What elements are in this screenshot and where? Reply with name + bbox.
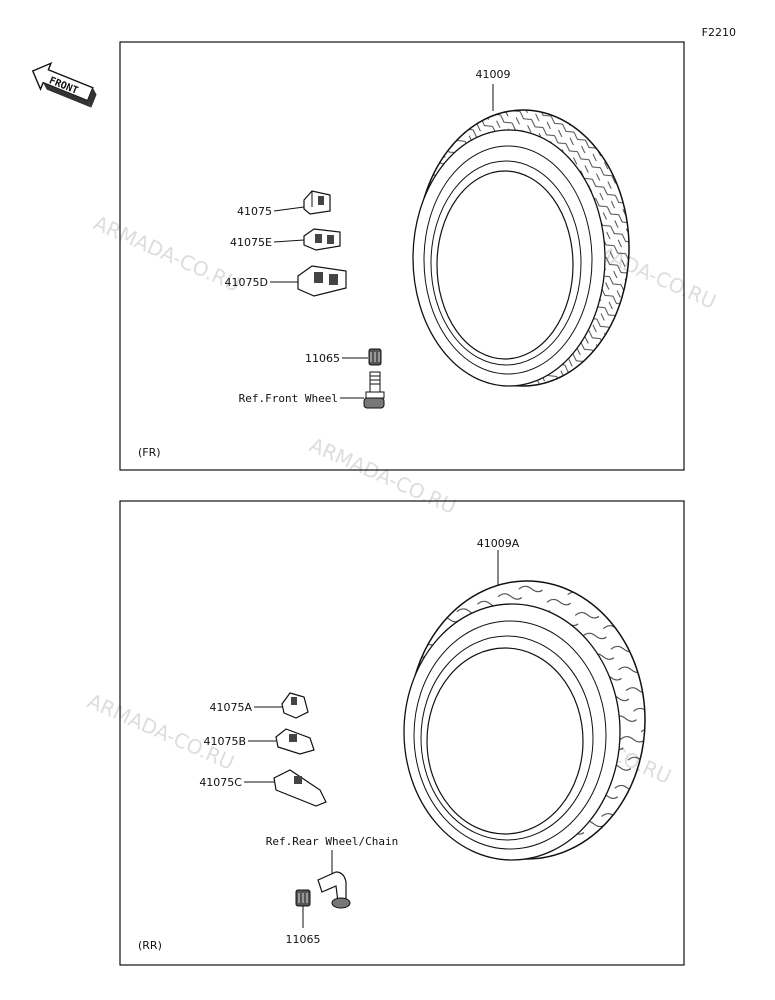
watermark: ARMADA-CO.RU bbox=[90, 211, 244, 297]
watermark: ARMADA-CO.RU bbox=[306, 433, 460, 519]
section-label-front: (FR) bbox=[138, 446, 161, 459]
rear-tire bbox=[403, 580, 646, 861]
weight-part-number: 41075A bbox=[209, 701, 252, 714]
front-panel bbox=[119, 41, 685, 471]
balance-weight-icon bbox=[273, 769, 327, 807]
reference-label: Ref.Front Wheel bbox=[239, 392, 338, 405]
balance-weight-icon bbox=[281, 692, 309, 719]
weight-part-number: 41075C bbox=[199, 776, 242, 789]
valve-part-number: 11065 bbox=[305, 352, 340, 365]
balance-weight-icon bbox=[297, 265, 347, 297]
weight-part-number: 41075E bbox=[230, 236, 272, 249]
reference-label: Ref.Rear Wheel/Chain bbox=[266, 835, 398, 848]
rear-panel bbox=[119, 500, 685, 966]
balance-weight-icon bbox=[303, 228, 341, 251]
balance-weight-icon bbox=[303, 190, 331, 215]
valve-cap-icon bbox=[368, 348, 382, 366]
front-tire bbox=[412, 109, 630, 387]
weight-part-number: 41075D bbox=[225, 276, 268, 289]
front-arrow-icon: FRONT bbox=[31, 61, 97, 108]
tire-valve-icon bbox=[363, 371, 385, 409]
front-tire-part-number: 41009 bbox=[476, 68, 511, 81]
weight-part-number: 41075B bbox=[203, 735, 246, 748]
rear-tire-part-number: 41009A bbox=[477, 537, 520, 550]
balance-weight-icon bbox=[275, 728, 315, 755]
angled-valve-icon bbox=[317, 871, 351, 909]
figure-code: F2210 bbox=[702, 26, 736, 39]
valve-part-number: 11065 bbox=[286, 933, 321, 946]
valve-cap-icon bbox=[295, 889, 311, 907]
section-label-rear: (RR) bbox=[138, 939, 162, 952]
weight-part-number: 41075 bbox=[237, 205, 272, 218]
